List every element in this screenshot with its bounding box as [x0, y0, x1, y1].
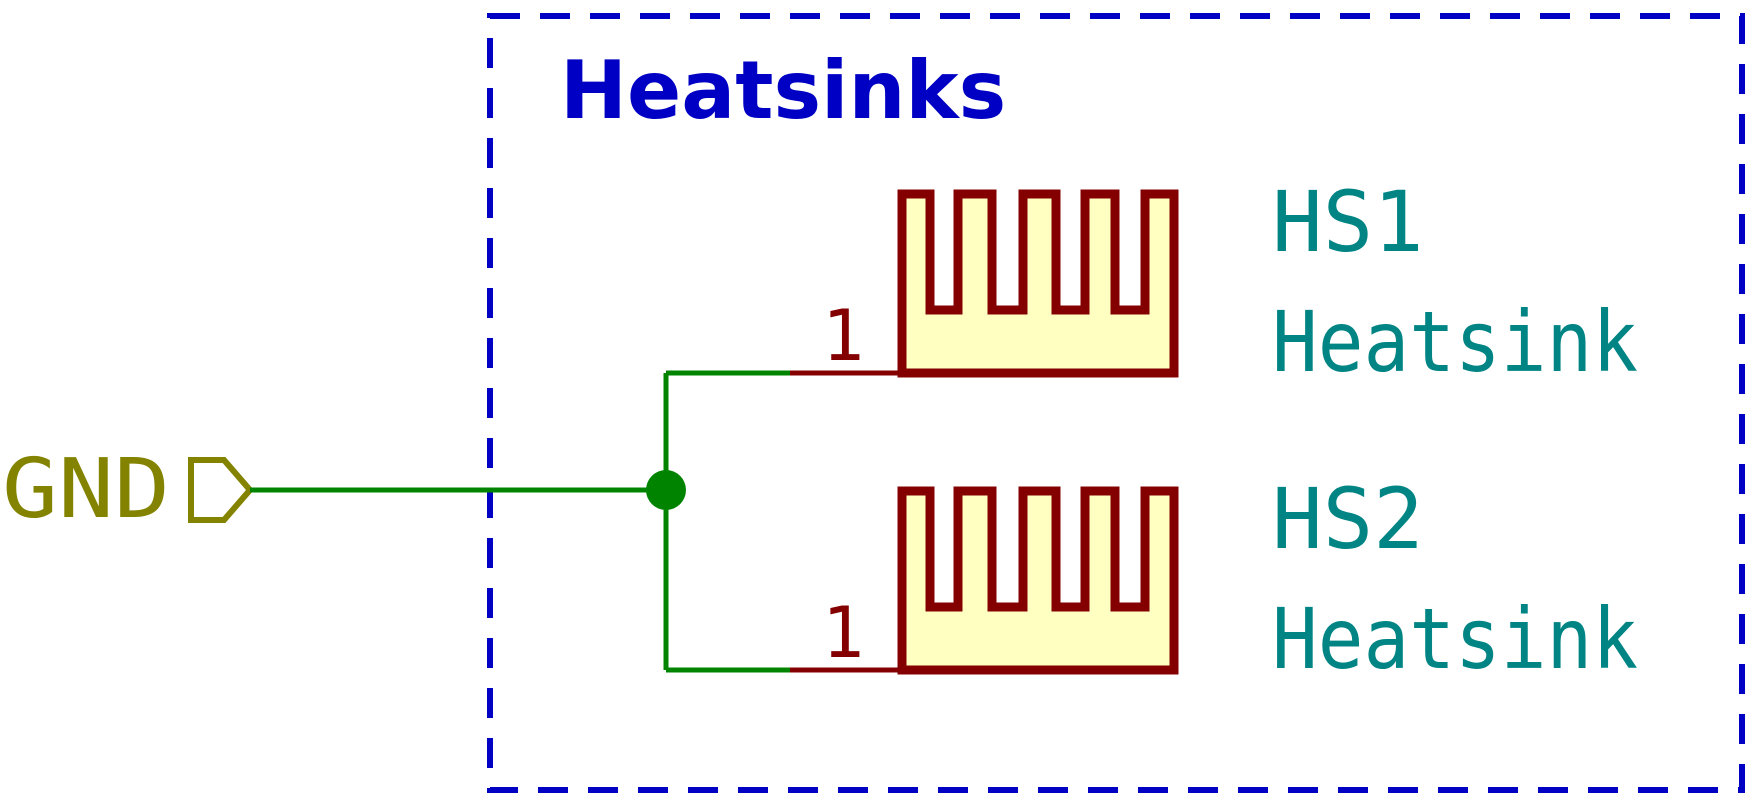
heatsink-symbol-icon [897, 189, 1179, 378]
component-reference: HS1 [1272, 173, 1424, 271]
group-title: Heatsinks [560, 44, 1006, 137]
component-hs1[interactable]: 1 HS1 Heatsink [790, 173, 1638, 391]
pin-number: 1 [822, 295, 864, 377]
net-label-gnd[interactable]: GND [2, 442, 254, 537]
component-reference: HS2 [1272, 470, 1424, 568]
net-port-flag-icon [188, 457, 254, 523]
component-hs2[interactable]: 1 HS2 Heatsink [790, 470, 1638, 688]
junction-dot[interactable] [646, 470, 686, 510]
component-value: Heatsink [1272, 293, 1638, 391]
group-frame [487, 13, 1745, 793]
wire-net[interactable] [250, 370, 790, 673]
component-value: Heatsink [1272, 590, 1638, 688]
net-label-text: GND [2, 442, 170, 537]
heatsink-symbol-icon [897, 486, 1179, 675]
pin-number: 1 [822, 592, 864, 674]
